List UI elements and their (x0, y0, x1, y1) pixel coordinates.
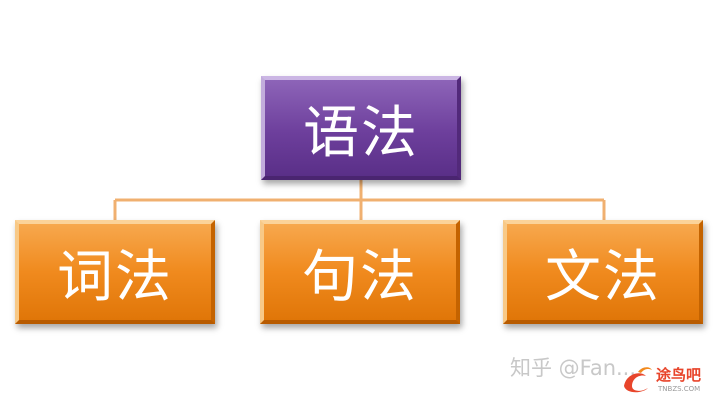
child-node-2-label: 句法 (302, 244, 418, 310)
root-node-label: 语法 (303, 100, 419, 166)
child-node-1-label: 词法 (57, 244, 173, 310)
child-node-3: 文法 (503, 220, 703, 324)
svg-text:TNBZS.COM: TNBZS.COM (657, 385, 700, 393)
child-node-3-label: 文法 (545, 244, 661, 310)
svg-text:途鸟吧: 途鸟吧 (656, 366, 701, 384)
watermark-text: 知乎 @Fan... (510, 356, 637, 380)
tuniao-logo-icon: 途鸟吧 TNBZS.COM (624, 366, 701, 393)
child-node-2: 句法 (260, 220, 460, 324)
child-node-1: 词法 (15, 220, 215, 324)
root-node: 语法 (261, 76, 461, 180)
